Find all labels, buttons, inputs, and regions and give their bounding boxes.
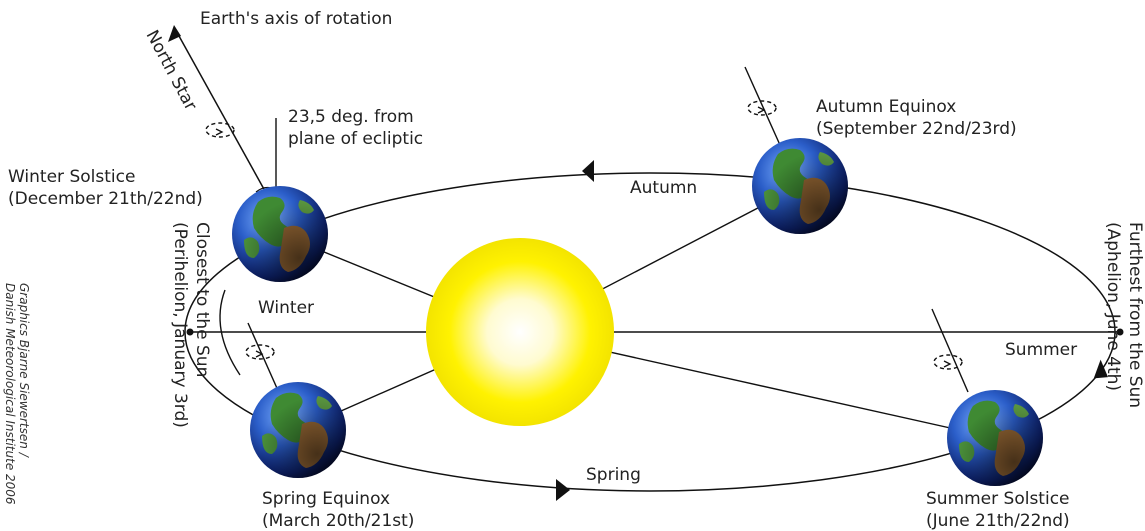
earth-spring: [250, 382, 346, 478]
spring-spin-marker: [245, 344, 275, 360]
spring-equinox-line1: Spring Equinox: [262, 489, 390, 509]
autumn-equinox-line1: Autumn Equinox: [816, 97, 956, 117]
tilt-label-line1: 23,5 deg. from: [288, 107, 414, 127]
earth-autumn: [752, 138, 848, 234]
perihelion-point: [186, 328, 194, 336]
perihelion-line1: Closest to the Sun: [192, 222, 212, 377]
spring-equinox-line2: (March 20th/21st): [262, 511, 414, 531]
axis-arrowhead: [168, 25, 181, 42]
winter-solstice-line2: (December 21th/22nd): [8, 189, 203, 209]
orbit-arrow-bottom: [556, 479, 570, 501]
season-winter-label: Winter: [258, 298, 314, 318]
tilt-label-line2: plane of ecliptic: [288, 129, 423, 149]
earth-winter: [232, 186, 328, 282]
summer-axis-line: [931, 308, 969, 393]
sun-earth-lines: [279, 185, 996, 439]
credit-line1: Graphics Bjarne Siewertsen /: [17, 283, 31, 459]
autumn-axis-line: [744, 66, 781, 146]
summer-solstice-line2: (June 21th/22nd): [926, 511, 1070, 531]
winter-solstice-line1: Winter Solstice: [8, 167, 135, 187]
season-summer-label: Summer: [1005, 340, 1077, 360]
sun: [426, 238, 614, 426]
aphelion-line2: (Aphelion, June 4th): [1103, 222, 1123, 391]
perihelion-line2: (Perihelion, January 3rd): [170, 222, 190, 428]
summer-solstice-line1: Summer Solstice: [926, 489, 1070, 509]
autumn-equinox-line2: (September 22nd/23rd): [816, 119, 1017, 139]
season-spring-label: Spring: [586, 465, 641, 485]
season-autumn-label: Autumn: [630, 178, 697, 198]
earth-summer: [947, 390, 1043, 486]
orbit-arrow-right: [1093, 359, 1109, 379]
autumn-spin-marker: [747, 100, 777, 116]
credit-line2: Danish Meteorological Institute 2006: [3, 283, 17, 505]
orbit-arrow-top: [582, 160, 594, 182]
winter-axis-line: [173, 26, 271, 201]
aphelion-line1: Furthest from the Sun: [1125, 222, 1145, 408]
aphelion-point: [1116, 328, 1124, 336]
axis-title: Earth's axis of rotation: [200, 9, 392, 29]
winter-spin-marker: [205, 122, 235, 138]
spring-axis-line: [247, 322, 281, 396]
left-arc: [219, 289, 241, 376]
